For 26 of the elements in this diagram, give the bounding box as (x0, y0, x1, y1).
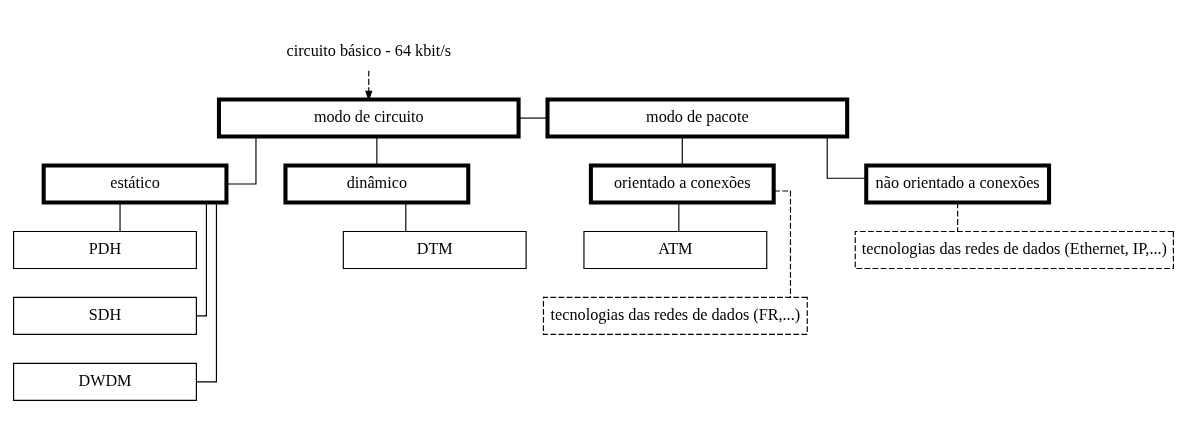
node-box: orientado a conexões (588, 163, 776, 205)
connector (518, 117, 548, 119)
connector (195, 202, 217, 383)
node-box: não orientado a conexões (864, 163, 1052, 205)
connector (119, 202, 121, 232)
node-box: estático (41, 163, 229, 205)
node-box: modo de circuito (216, 97, 521, 139)
connector (773, 190, 792, 298)
node-box: modo de pacote (545, 97, 850, 139)
node-text: circuito básico - 64 kbit/s (286, 42, 452, 61)
connector (681, 136, 683, 167)
connector (376, 136, 378, 167)
connector (226, 136, 257, 185)
node-box: DWDM (13, 362, 197, 401)
connector (826, 136, 867, 179)
node-box: ATM (583, 230, 768, 270)
node-box: dinâmico (283, 163, 471, 205)
connector (196, 202, 207, 317)
connector (405, 202, 407, 232)
connector (957, 202, 959, 232)
node-box: DTM (342, 230, 527, 270)
node-box: PDH (13, 230, 197, 270)
connector (678, 202, 680, 232)
node-box: tecnologias das redes de dados (Ethernet, IP,...) (854, 230, 1174, 270)
node-box: tecnologias das redes de dados (FR,...) (542, 296, 808, 335)
node-box: SDH (13, 296, 197, 335)
